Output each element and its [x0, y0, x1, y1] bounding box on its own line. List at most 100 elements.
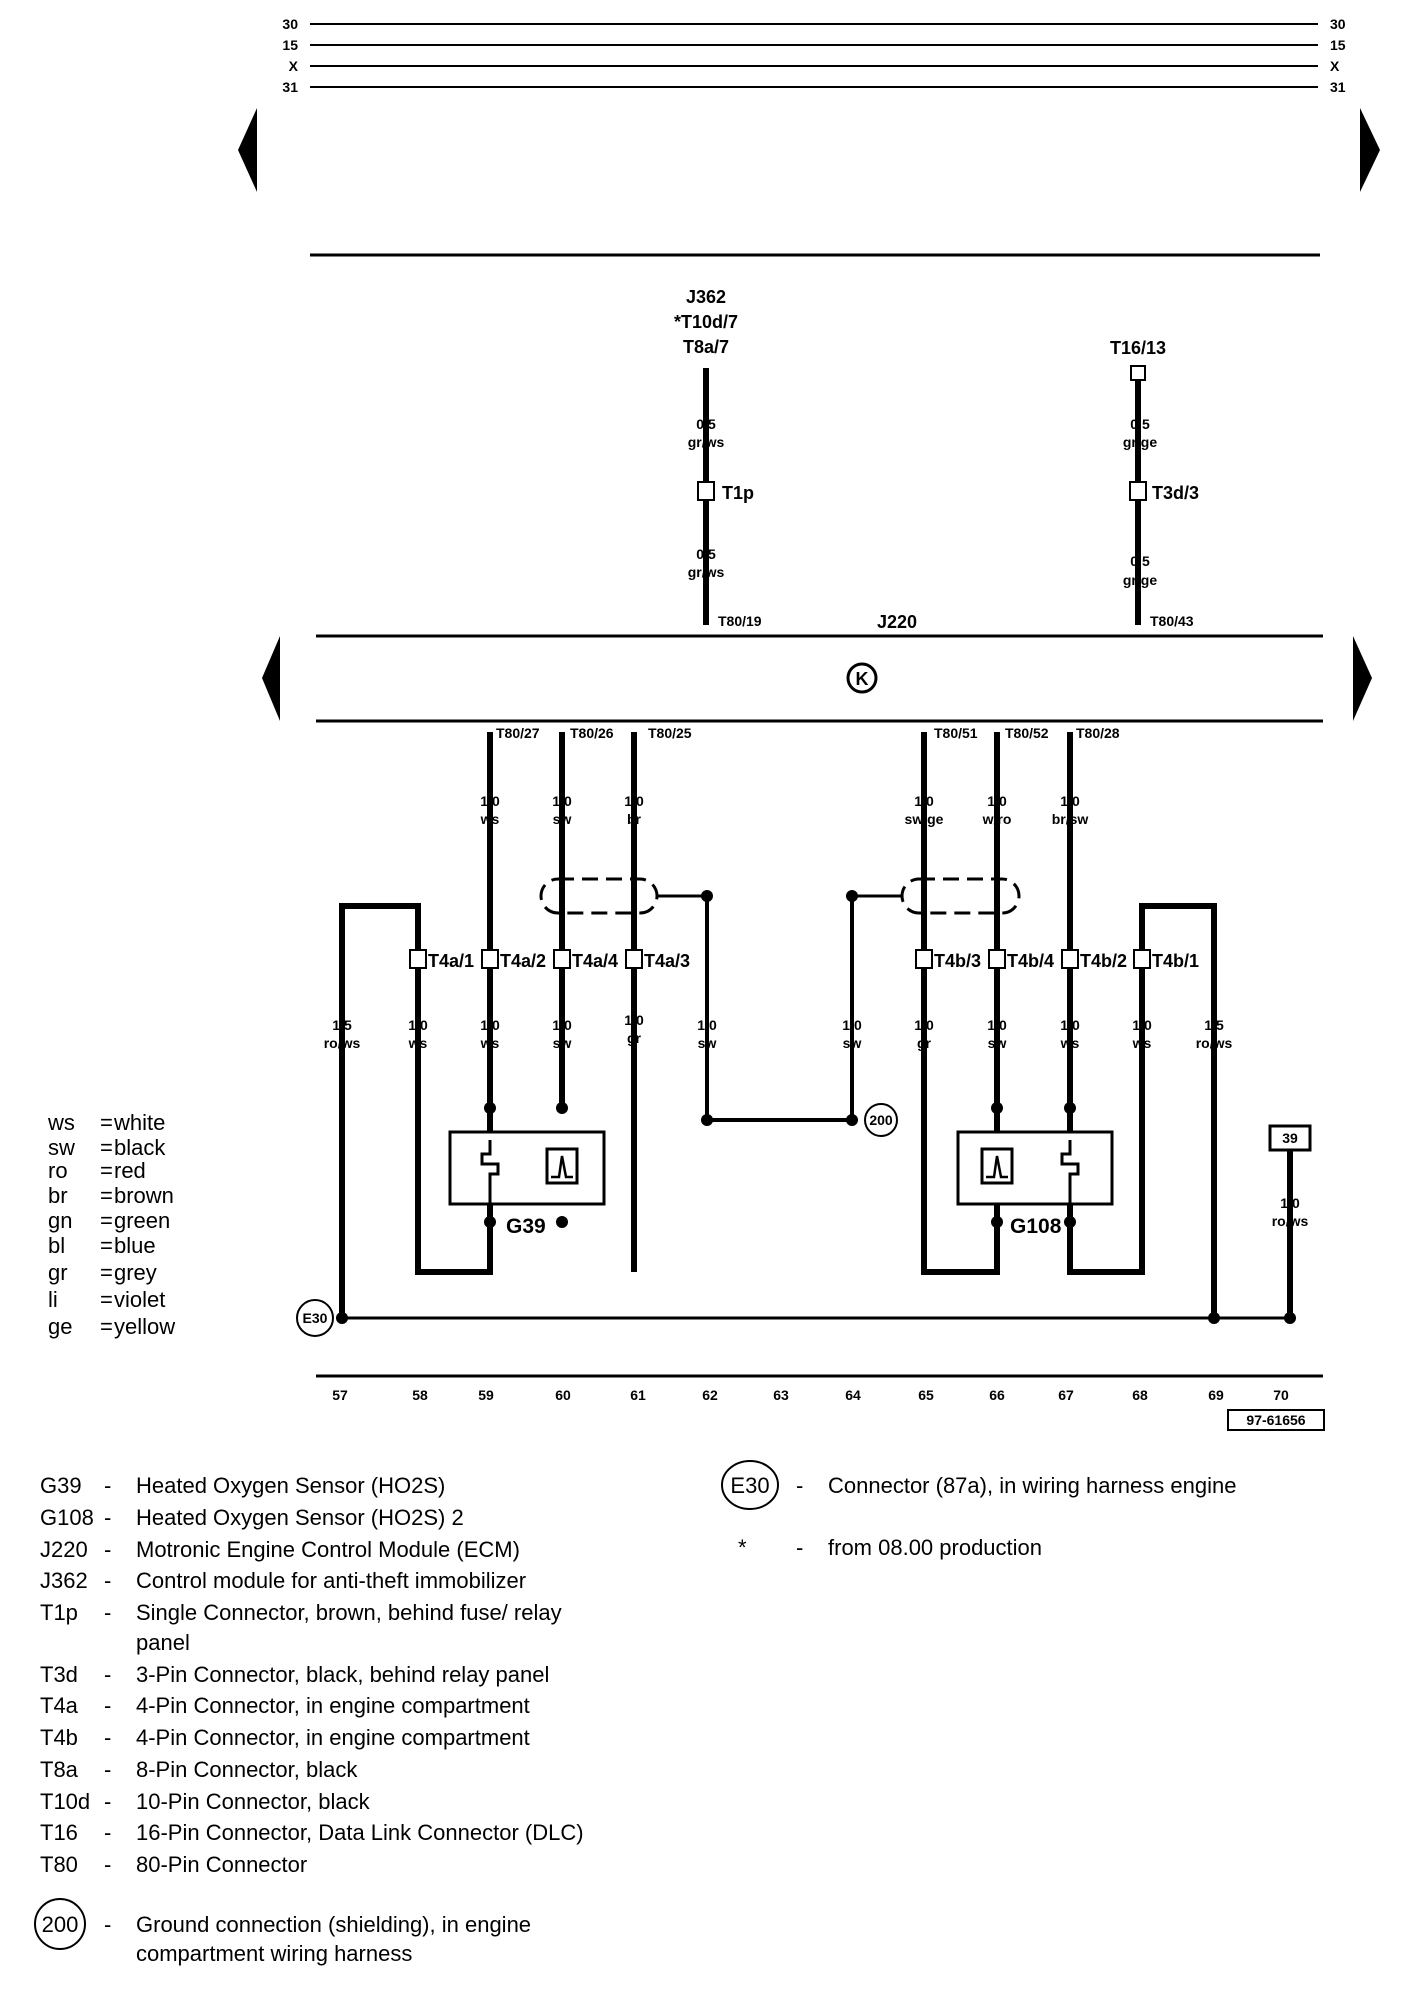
wire-size: 1,0 [842, 1017, 862, 1033]
sensor-g39: G39 [448, 1102, 606, 1238]
color-abbr: gr [48, 1260, 68, 1285]
legend-code: T8a [40, 1757, 79, 1782]
t4a-3: T4a/3 [644, 951, 690, 971]
pin-t80-52: T80/52 [1005, 725, 1049, 741]
legend-dash: - [104, 1537, 111, 1562]
wire-color: gr/ge [1123, 572, 1157, 588]
component-legend: G39 - Heated Oxygen Sensor (HO2S) G108 -… [34, 1473, 584, 1966]
legend-dash: - [104, 1725, 111, 1750]
sensor-g108: G108 [956, 1102, 1114, 1238]
wire-color: gr/ge [1123, 434, 1157, 450]
wire-size: 1,0 [408, 1017, 428, 1033]
legend-text: 10-Pin Connector, black [136, 1789, 371, 1814]
svg-text:=: = [100, 1183, 113, 1208]
wire-color: gr [917, 1035, 932, 1051]
pin-t80-25: T80/25 [648, 725, 692, 741]
wire-color: sw [843, 1035, 862, 1051]
ecm-output-pins: T80/27 T80/26 T80/25 T80/51 T80/52 T80/2… [496, 725, 1120, 741]
wire-size: 0,5 [1130, 553, 1150, 569]
color-abbr: ws [47, 1110, 75, 1135]
track-65: 65 [918, 1387, 934, 1403]
legend-code: T80 [40, 1852, 78, 1877]
wire-size: 1,0 [987, 1017, 1007, 1033]
color-abbr: ro [48, 1158, 68, 1183]
page-prev-arrow-icon[interactable] [238, 108, 257, 192]
page-next-arrow-icon[interactable] [1360, 108, 1380, 192]
t4b-4: T4b/4 [1007, 951, 1054, 971]
ecm-j220: J220 T80/19 T80/43 K [262, 612, 1372, 723]
t4a-2: T4a/2 [500, 951, 546, 971]
color-name: yellow [114, 1314, 175, 1339]
legend-dash: - [104, 1568, 111, 1593]
track-63: 63 [773, 1387, 789, 1403]
legend-text: 8-Pin Connector, black [136, 1757, 358, 1782]
legend-dash: - [796, 1473, 803, 1498]
wire-size: 1,0 [914, 1017, 934, 1033]
color-name: black [114, 1135, 166, 1160]
t1p-label: T1p [722, 483, 754, 503]
color-abbr: li [48, 1287, 58, 1312]
legend-code: J220 [40, 1537, 88, 1562]
wire-color: ws [1060, 1035, 1080, 1051]
legend-dash: - [796, 1535, 803, 1560]
color-abbr: bl [48, 1233, 65, 1258]
color-name: grey [114, 1260, 157, 1285]
rail-label-15-right: 15 [1330, 37, 1346, 53]
track-57: 57 [332, 1387, 348, 1403]
color-name: violet [114, 1287, 165, 1312]
legend-dash: - [104, 1852, 111, 1877]
t16-circuit: T16/13 0,5 gr/ge T3d/3 0,5 gr/ge [1110, 338, 1199, 625]
ground-200-label: 200 [869, 1112, 893, 1128]
ecm-pin-t80-19: T80/19 [718, 613, 762, 629]
rail-label-15-left: 15 [282, 37, 298, 53]
track-70: 70 [1273, 1387, 1289, 1403]
rail-label-30-left: 30 [282, 16, 298, 32]
e30-symbol: E30 [730, 1473, 769, 1498]
legend-text: from 08.00 production [828, 1535, 1042, 1560]
fuse-39: 39 1,0 ro/ws [1268, 1124, 1312, 1318]
legend-text: Motronic Engine Control Module (ECM) [136, 1537, 520, 1562]
color-abbr: sw [48, 1135, 75, 1160]
t4b-2: T4b/2 [1080, 951, 1127, 971]
rail-label-x-right: X [1330, 58, 1340, 74]
legend-code: J362 [40, 1568, 88, 1593]
legend-code: G108 [40, 1505, 94, 1530]
wire-size: 1,5 [332, 1017, 352, 1033]
wire-size: 1,0 [1132, 1017, 1152, 1033]
track-67: 67 [1058, 1387, 1074, 1403]
shielding: 200 [539, 877, 1021, 1137]
wire-color: sw [698, 1035, 717, 1051]
color-name: brown [114, 1183, 174, 1208]
wire-color: ws [480, 1035, 500, 1051]
color-abbr: br [48, 1183, 68, 1208]
j220-label: J220 [877, 612, 917, 632]
ecm-pin-t80-43: T80/43 [1150, 613, 1194, 629]
track-64: 64 [845, 1387, 861, 1403]
wire-color: ro/ws [324, 1035, 361, 1051]
track-numbers: 57 58 59 60 61 62 63 64 65 66 67 68 69 7… [316, 1374, 1325, 1431]
right-legend: E30 - Connector (87a), in wiring harness… [721, 1460, 1236, 1560]
pin-t80-51: T80/51 [934, 725, 978, 741]
legend-text: Single Connector, brown, behind fuse/ re… [136, 1600, 562, 1625]
legend-dash: - [104, 1693, 111, 1718]
legend-dash: - [104, 1912, 111, 1937]
wire-color: ws [408, 1035, 428, 1051]
legend-dash: - [104, 1820, 111, 1845]
legend-text: 3-Pin Connector, black, behind relay pan… [136, 1662, 549, 1687]
legend-dash: - [104, 1662, 111, 1687]
svg-text:=: = [100, 1158, 113, 1183]
svg-text:=: = [100, 1135, 113, 1160]
legend-dash: - [104, 1473, 111, 1498]
g108-label: G108 [1010, 1215, 1062, 1238]
legend-dash: - [104, 1757, 111, 1782]
track-66: 66 [989, 1387, 1005, 1403]
wire-color: ro/ws [1272, 1213, 1309, 1229]
legend-code: T3d [40, 1662, 78, 1687]
t4-connectors: T4a/1 T4a/2 T4a/4 T4a/3 T4b/3 T4b/4 T4b/… [409, 949, 1199, 971]
legend-text: Heated Oxygen Sensor (HO2S) 2 [136, 1505, 464, 1530]
ecm-left-arrow-icon [262, 636, 280, 721]
svg-text:=: = [100, 1314, 113, 1339]
g39-label: G39 [506, 1215, 546, 1238]
t10d-label: *T10d/7 [674, 312, 738, 332]
legend-code: T4b [40, 1725, 78, 1750]
